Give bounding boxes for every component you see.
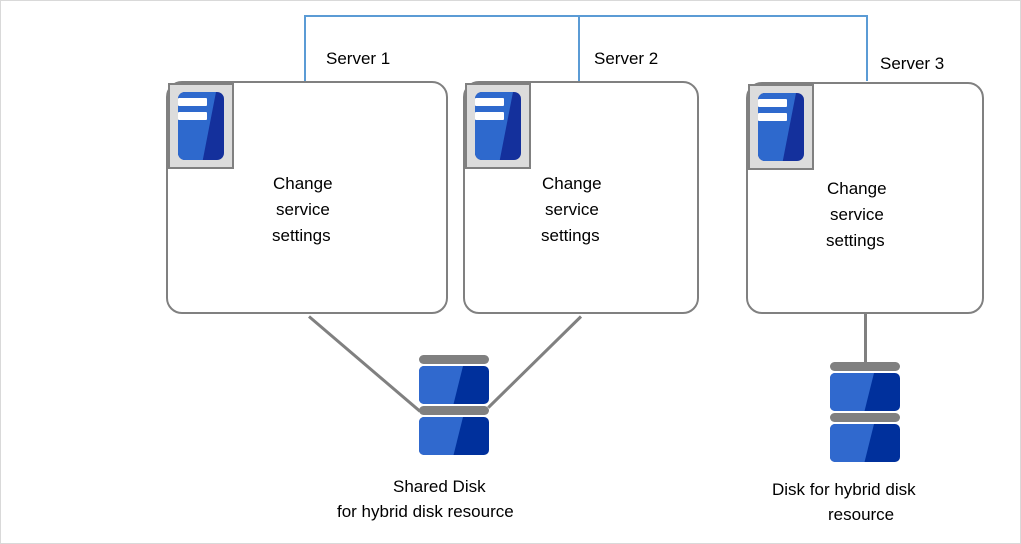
disk-spacer-bar-top: [830, 362, 900, 371]
disk-spacer-bar-top: [419, 355, 489, 364]
shared-disk-icon: [419, 355, 489, 457]
shared-disk-caption-line-2: for hybrid disk resource: [337, 502, 514, 521]
server-slot-bar-bottom: [758, 113, 787, 121]
server-slot-bar-top: [475, 98, 504, 106]
disk-platter-top: [419, 366, 489, 404]
server-slot-bar-top: [178, 98, 207, 106]
network-drop-server-1: [304, 15, 306, 81]
server-icon-2: [465, 83, 531, 169]
network-drop-server-2: [578, 15, 580, 81]
disk-platter-bottom: [419, 417, 489, 455]
shared-disk-caption-line-1: Shared Disk: [393, 477, 486, 496]
server-label-2: Server 2: [594, 49, 659, 68]
disk-platter-highlight: [419, 366, 463, 404]
connector-server1-to-shared-disk: [308, 315, 421, 413]
server-label-3: Server 3: [880, 54, 945, 73]
server-icon-1: [168, 83, 234, 169]
server-label-1: Server 1: [326, 49, 391, 68]
disk-platter-highlight: [830, 373, 874, 411]
network-bus-horizontal: [304, 15, 868, 17]
local-disk-caption-line-2: resource: [828, 505, 895, 524]
network-drop-server-3: [866, 15, 868, 81]
server-1-body-line-2: service: [276, 200, 330, 219]
disk-spacer-bar-middle: [419, 406, 489, 415]
connector-server3-to-local-disk: [864, 314, 867, 362]
disk-platter-highlight: [419, 417, 463, 455]
server-3-body-line-1: Change: [827, 179, 887, 198]
local-disk-icon: [830, 362, 900, 464]
server-box-2[interactable]: [463, 81, 699, 314]
server-slot-bar-top: [758, 99, 787, 107]
server-3-body-line-2: service: [830, 205, 884, 224]
disk-platter-top: [830, 373, 900, 411]
disk-platter-highlight: [830, 424, 874, 462]
disk-spacer-bar-middle: [830, 413, 900, 422]
connector-server2-to-shared-disk: [487, 315, 583, 409]
server-2-body-line-2: service: [545, 200, 599, 219]
server-3-body-line-3: settings: [826, 231, 885, 250]
server-slot-bar-bottom: [475, 112, 504, 120]
server-slot-bar-bottom: [178, 112, 207, 120]
server-2-body-line-3: settings: [541, 226, 600, 245]
server-icon-3: [748, 84, 814, 170]
disk-platter-bottom: [830, 424, 900, 462]
server-1-body-line-1: Change: [273, 174, 333, 193]
server-2-body-line-1: Change: [542, 174, 602, 193]
local-disk-caption-line-1: Disk for hybrid disk: [772, 480, 916, 499]
server-1-body-line-3: settings: [272, 226, 331, 245]
